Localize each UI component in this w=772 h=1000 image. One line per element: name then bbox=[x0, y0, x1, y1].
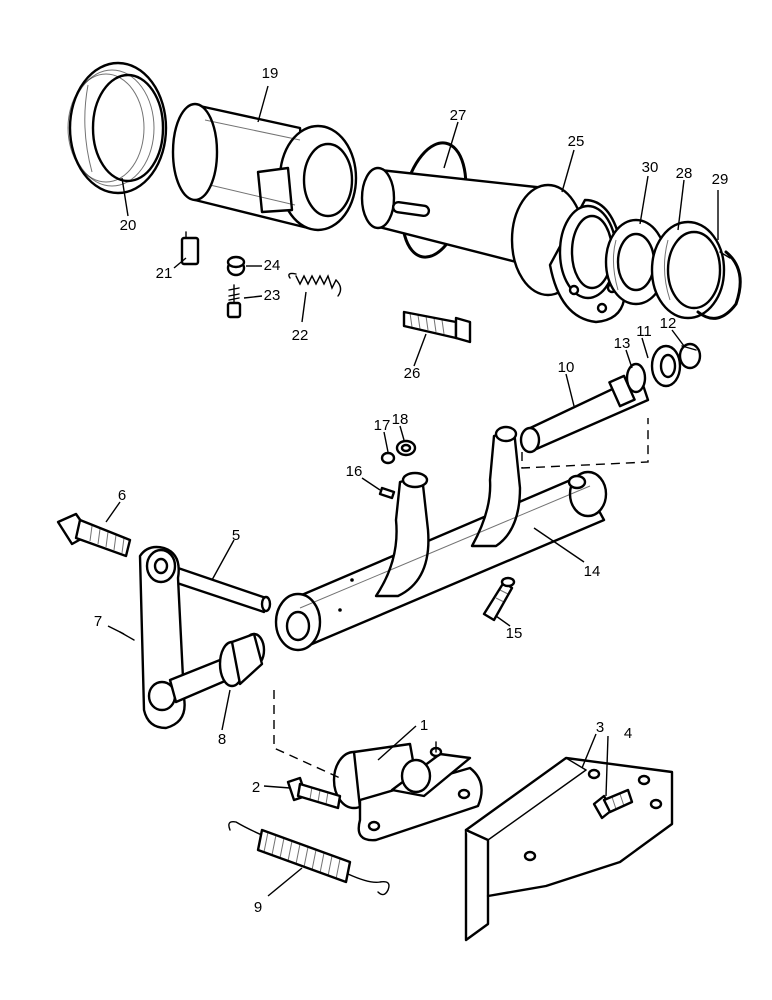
part-1-bracket-block bbox=[332, 741, 483, 842]
part-9-spring bbox=[228, 820, 390, 896]
callout-26: 26 bbox=[404, 365, 421, 382]
part-12-clip bbox=[678, 342, 702, 370]
part-15-stud bbox=[482, 576, 516, 622]
callout-28: 28 bbox=[676, 165, 693, 182]
part-25-shaft-housing bbox=[360, 166, 626, 324]
leader-lines bbox=[105, 85, 719, 897]
callout-13: 13 bbox=[614, 335, 631, 352]
part-19-housing bbox=[171, 102, 358, 232]
part-16-pin bbox=[378, 486, 396, 500]
part-6-bolt bbox=[56, 512, 132, 558]
part-20-seal-ring bbox=[67, 61, 168, 195]
callout-16: 16 bbox=[346, 463, 363, 480]
alignment-dashes bbox=[273, 418, 649, 779]
callout-6: 6 bbox=[118, 487, 126, 504]
callout-11: 11 bbox=[636, 323, 652, 340]
callout-labels: 1 2 3 4 5 6 7 8 9 10 11 12 13 14 15 16 1… bbox=[94, 65, 729, 916]
callout-29: 29 bbox=[712, 171, 729, 188]
part-23-screw bbox=[226, 284, 242, 319]
callout-7: 7 bbox=[94, 613, 102, 630]
callout-2: 2 bbox=[252, 779, 260, 796]
callout-8: 8 bbox=[218, 731, 226, 748]
callout-24: 24 bbox=[264, 257, 281, 274]
callout-23: 23 bbox=[264, 287, 281, 304]
part-11-bearing bbox=[650, 344, 682, 388]
callout-25: 25 bbox=[568, 133, 585, 150]
callout-19: 19 bbox=[262, 65, 279, 82]
callout-18: 18 bbox=[392, 411, 409, 428]
part-22-spring bbox=[288, 272, 342, 297]
part-2-bolt bbox=[286, 776, 342, 810]
callout-20: 20 bbox=[120, 217, 137, 234]
part-8-pivot-pin bbox=[168, 632, 266, 704]
callout-10: 10 bbox=[558, 359, 575, 376]
part-18-washer bbox=[395, 439, 417, 457]
callout-22: 22 bbox=[292, 327, 309, 344]
part-26-bolt bbox=[402, 310, 472, 344]
callout-5: 5 bbox=[232, 527, 240, 544]
callout-15: 15 bbox=[506, 625, 523, 642]
part-14-cross-shaft bbox=[274, 425, 608, 652]
callout-14: 14 bbox=[584, 563, 601, 580]
part-29-circlip bbox=[696, 250, 742, 320]
part-24-bush bbox=[226, 255, 246, 277]
part-4-bolt bbox=[592, 788, 634, 820]
part-21-clip bbox=[180, 231, 200, 266]
callout-17: 17 bbox=[374, 417, 391, 434]
callout-9: 9 bbox=[254, 899, 262, 916]
part-28-race bbox=[650, 220, 726, 320]
callout-1: 1 bbox=[420, 717, 428, 734]
part-17-nut bbox=[380, 451, 396, 465]
callout-30: 30 bbox=[642, 159, 659, 176]
part-13-collar bbox=[625, 362, 647, 394]
callout-3: 3 bbox=[596, 719, 604, 736]
callout-4: 4 bbox=[624, 725, 632, 742]
callout-21: 21 bbox=[156, 265, 173, 282]
callout-27: 27 bbox=[450, 107, 467, 124]
part-10-shaft bbox=[519, 374, 650, 454]
part-3-mounting-plate bbox=[464, 756, 674, 942]
part-5-pin bbox=[172, 566, 272, 614]
callout-12: 12 bbox=[660, 315, 677, 332]
